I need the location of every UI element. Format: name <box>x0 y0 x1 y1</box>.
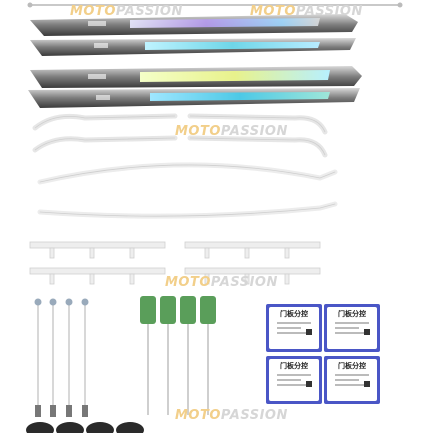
threshold-plate-1 <box>30 14 358 36</box>
sensor-modules <box>140 296 216 415</box>
threshold-plate-4 <box>28 88 360 108</box>
threshold-plate-2 <box>30 38 356 56</box>
control-label-title: 门板分控 <box>338 362 366 370</box>
watermark: MOTOPASSION <box>165 275 278 290</box>
threshold-plate-3 <box>30 66 362 88</box>
watermark: MOTOPASSION <box>70 4 183 19</box>
probe-cables <box>34 298 89 417</box>
curved-frame-pair-top-outline <box>34 115 326 156</box>
watermark: MOTOPASSION <box>175 124 288 139</box>
control-label: 门板分控 <box>327 307 377 349</box>
control-label: 门板分控 <box>327 359 377 401</box>
control-label-title: 门板分控 <box>280 310 308 318</box>
control-label-title: 门板分控 <box>280 362 308 370</box>
clip-rails <box>29 241 321 285</box>
speaker-row <box>26 422 144 437</box>
watermark: MOTOPASSION <box>250 4 363 19</box>
control-label: 门板分控 <box>269 359 319 401</box>
top-rod <box>27 2 403 8</box>
control-label-title: 门板分控 <box>338 310 366 318</box>
control-label: 门板分控 <box>269 307 319 349</box>
watermark: MOTOPASSION <box>175 408 288 423</box>
arched-strip-pair <box>37 162 338 219</box>
